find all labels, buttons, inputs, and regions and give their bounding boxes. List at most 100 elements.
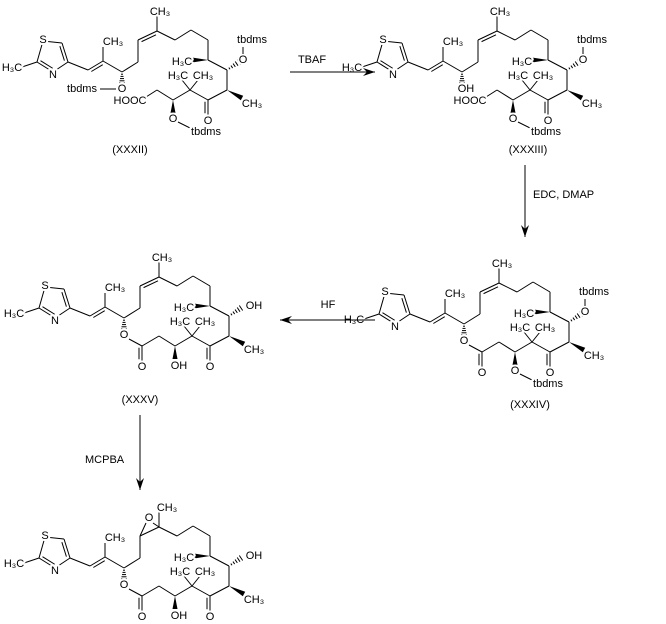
bond	[21, 61, 38, 68]
bond	[496, 89, 514, 101]
bond	[183, 575, 193, 587]
methyl-label: H₃C	[512, 56, 532, 68]
bond	[152, 522, 160, 528]
bond	[191, 575, 201, 587]
hashed-bond	[570, 319, 573, 322]
reaction-arrow-3	[280, 316, 375, 324]
bond	[128, 338, 143, 347]
double-bond	[427, 60, 444, 71]
double-bond	[40, 60, 53, 69]
bond	[158, 335, 176, 347]
double-bond	[399, 46, 405, 61]
double-bond	[93, 310, 106, 318]
bond	[52, 61, 69, 73]
bond	[485, 89, 498, 98]
wedge-bond	[567, 90, 584, 101]
methyl-label: H₃C	[172, 56, 192, 68]
hashed-bond	[576, 59, 582, 65]
bond	[523, 331, 533, 343]
bond	[444, 312, 465, 325]
hashed-bond	[234, 309, 238, 314]
double-bond	[483, 286, 499, 295]
wedge-bond	[170, 100, 176, 113]
double-bond	[403, 294, 411, 315]
hashed-bond	[574, 61, 579, 66]
bond	[384, 292, 405, 296]
reagent-label: HF	[321, 299, 336, 311]
wedge-bond	[229, 336, 246, 347]
hashed-bond	[572, 317, 576, 321]
oxygen-label: O	[579, 54, 588, 66]
bond	[207, 59, 228, 71]
double-bond	[63, 538, 71, 559]
double-bond	[141, 34, 157, 43]
bond	[177, 121, 191, 129]
double-bond	[38, 307, 56, 319]
double-bond	[401, 298, 407, 313]
methyl-label: CH₃	[443, 36, 463, 48]
oxygen-label: O	[239, 54, 248, 66]
bond	[363, 313, 380, 320]
methyl-label: H₃C	[174, 302, 194, 314]
bond	[156, 89, 174, 101]
bond	[512, 89, 531, 101]
sulfur-label: S	[381, 286, 388, 298]
double-bond	[479, 282, 500, 293]
double-bond	[89, 556, 106, 567]
bond	[102, 60, 123, 73]
methyl-label: CH₃	[533, 70, 553, 82]
tbdms-label: tbdms	[67, 83, 97, 95]
bond	[519, 373, 533, 381]
methyl-label: CH₃	[195, 566, 215, 578]
bond	[549, 341, 570, 353]
hashed-bond	[572, 63, 576, 68]
hashed-bond	[238, 555, 244, 561]
hashed-bond	[230, 313, 233, 316]
bond	[176, 275, 194, 287]
bond	[514, 29, 532, 41]
bond	[531, 331, 541, 343]
double-bond	[477, 30, 498, 41]
wedge-bond	[172, 346, 178, 359]
ketone-oxygen-label: O	[206, 361, 215, 373]
tbdms-label: tbdms	[577, 34, 607, 46]
methyl-label: CH₃	[103, 36, 123, 48]
double-bond	[87, 60, 104, 71]
bond	[498, 341, 516, 353]
bond	[23, 307, 40, 314]
bond	[191, 335, 211, 347]
bond	[176, 525, 194, 537]
nitrogen-label: N	[391, 321, 399, 333]
hashed-bond	[232, 561, 236, 565]
ester-oxygen-label: O	[118, 83, 127, 95]
methyl-label: CH₃	[152, 252, 172, 264]
hashed-bond	[232, 311, 236, 315]
arrow-head	[136, 478, 144, 490]
double-bond	[380, 60, 393, 69]
bond	[38, 286, 46, 309]
nitrogen-label: N	[51, 565, 59, 577]
bond	[392, 61, 409, 73]
bond	[498, 282, 518, 293]
double-bond	[63, 288, 71, 309]
bond	[128, 588, 143, 597]
arrow-head	[280, 316, 292, 324]
bond	[442, 60, 463, 73]
double-bond	[59, 46, 65, 61]
bond	[158, 526, 178, 537]
nitrogen-label: N	[51, 315, 59, 327]
methyl-label: CH₃	[492, 258, 512, 270]
hydroxyl-label: OH	[246, 300, 263, 312]
epoxide-oxygen-label: O	[145, 512, 154, 524]
reaction-arrow-2	[521, 165, 529, 237]
bond	[181, 79, 191, 91]
bond	[172, 89, 191, 101]
methyl-label: H₃C	[170, 566, 190, 578]
methyl-label: CH₃	[535, 322, 555, 334]
double-bond	[137, 30, 158, 41]
reagent-label: MCPBA	[85, 454, 125, 466]
methyl-label: CH₃	[193, 70, 213, 82]
methyl-label: CH₃	[244, 344, 264, 356]
methyl-label: CH₃	[195, 316, 215, 328]
